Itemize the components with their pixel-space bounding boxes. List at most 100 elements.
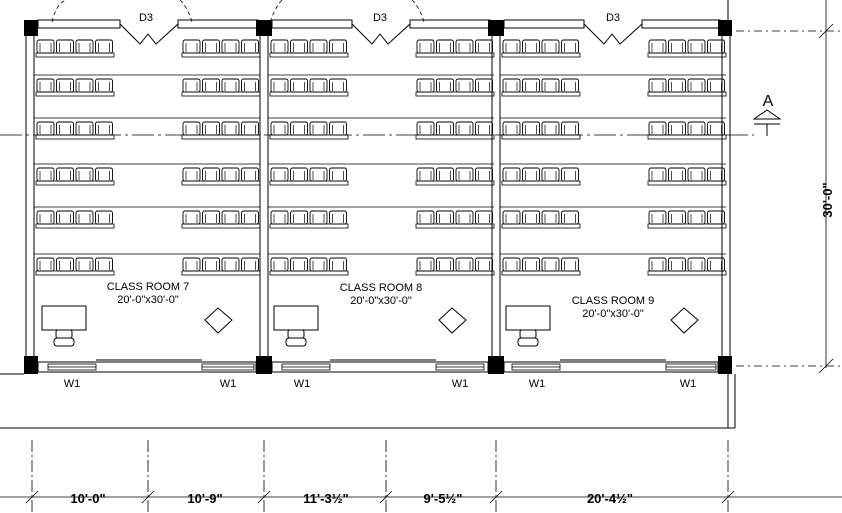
teacher-desk <box>273 305 319 331</box>
student-chair <box>436 210 454 225</box>
desk-group <box>269 78 349 97</box>
desk-group <box>269 210 349 229</box>
desk-group <box>647 210 727 229</box>
student-chair <box>95 210 113 225</box>
student-chair <box>202 39 220 54</box>
student-chair <box>455 167 474 182</box>
student-chair <box>241 210 259 225</box>
desk-group <box>415 210 495 229</box>
student-chair <box>522 257 540 272</box>
door-leaves <box>119 23 643 45</box>
student-chair <box>309 39 328 54</box>
room-size: 20'-0"x30'-0" <box>117 294 179 306</box>
student-chair <box>687 167 706 182</box>
student-chair <box>290 121 308 136</box>
student-chair <box>241 121 259 136</box>
student-chair <box>502 121 521 136</box>
student-chair <box>648 257 667 272</box>
dimension-label: 11'-3½" <box>303 491 348 506</box>
student-chair <box>687 257 706 272</box>
student-chair <box>182 78 201 93</box>
room-labels: CLASS ROOM 7 20'-0"x30'-0" CLASS ROOM 8 … <box>107 281 655 320</box>
desk-group <box>647 257 727 276</box>
student-chair <box>182 257 201 272</box>
student-chair <box>668 78 686 93</box>
student-chair <box>202 257 220 272</box>
student-chair <box>290 167 308 182</box>
student-chair <box>687 121 706 136</box>
desk-group <box>647 78 727 97</box>
desk-group <box>501 167 581 186</box>
window-tag: W1 <box>64 378 81 390</box>
student-chair <box>541 121 560 136</box>
student-chair <box>270 121 289 136</box>
student-chair <box>95 121 113 136</box>
student-chair <box>221 210 240 225</box>
window-tag: W1 <box>680 378 697 390</box>
student-chair <box>561 78 579 93</box>
student-chair <box>668 257 686 272</box>
student-chair <box>668 121 686 136</box>
student-chair <box>668 39 686 54</box>
desk-group <box>415 257 495 276</box>
floor-marker <box>438 307 467 334</box>
student-chair <box>36 78 55 93</box>
student-chair <box>75 39 94 54</box>
student-chair <box>182 210 201 225</box>
desk-group <box>415 167 495 186</box>
teacher-desk <box>505 305 551 331</box>
section-marker: A <box>752 93 782 136</box>
section-label: A <box>763 93 774 110</box>
student-chair <box>522 210 540 225</box>
student-chair <box>270 257 289 272</box>
desk-group <box>181 210 261 229</box>
student-chair <box>75 121 94 136</box>
student-chair <box>75 167 94 182</box>
floor-marker <box>204 307 233 334</box>
student-chair <box>687 210 706 225</box>
student-chair <box>541 78 560 93</box>
student-chair <box>541 39 560 54</box>
student-chair <box>416 167 435 182</box>
student-chair <box>707 167 725 182</box>
student-chair <box>502 167 521 182</box>
student-chair <box>707 121 725 136</box>
dimension-label: 10'-9" <box>187 491 222 506</box>
student-chair <box>541 210 560 225</box>
student-chair <box>475 39 493 54</box>
student-chair <box>455 257 474 272</box>
student-chair <box>416 257 435 272</box>
student-chair <box>241 78 259 93</box>
dimension-labels: 10'-0" 10'-9" 11'-3½" 9'-5½" 20'-4½" <box>70 491 633 506</box>
student-chair <box>202 121 220 136</box>
student-chair <box>668 167 686 182</box>
window-tag: W1 <box>294 378 311 390</box>
student-chair <box>436 78 454 93</box>
student-chair <box>75 78 94 93</box>
desk-group <box>501 210 581 229</box>
student-chair <box>75 210 94 225</box>
student-chair <box>687 39 706 54</box>
student-chair <box>502 78 521 93</box>
student-chair <box>436 39 454 54</box>
student-chair <box>56 121 74 136</box>
student-chair <box>36 121 55 136</box>
desk-group <box>647 121 727 140</box>
student-chair <box>56 257 74 272</box>
desk-group <box>647 167 727 186</box>
desk-group <box>269 39 349 58</box>
desk-group <box>501 39 581 58</box>
student-chair <box>270 39 289 54</box>
desk-group <box>501 78 581 97</box>
desk-group <box>501 121 581 140</box>
student-chair <box>329 78 347 93</box>
student-chair <box>309 121 328 136</box>
desk-group <box>181 167 261 186</box>
student-chair <box>182 39 201 54</box>
student-chair <box>290 39 308 54</box>
student-chair <box>329 257 347 272</box>
window-tag: W1 <box>452 378 469 390</box>
desk-group <box>415 78 495 97</box>
student-chair <box>309 78 328 93</box>
student-chair <box>36 167 55 182</box>
